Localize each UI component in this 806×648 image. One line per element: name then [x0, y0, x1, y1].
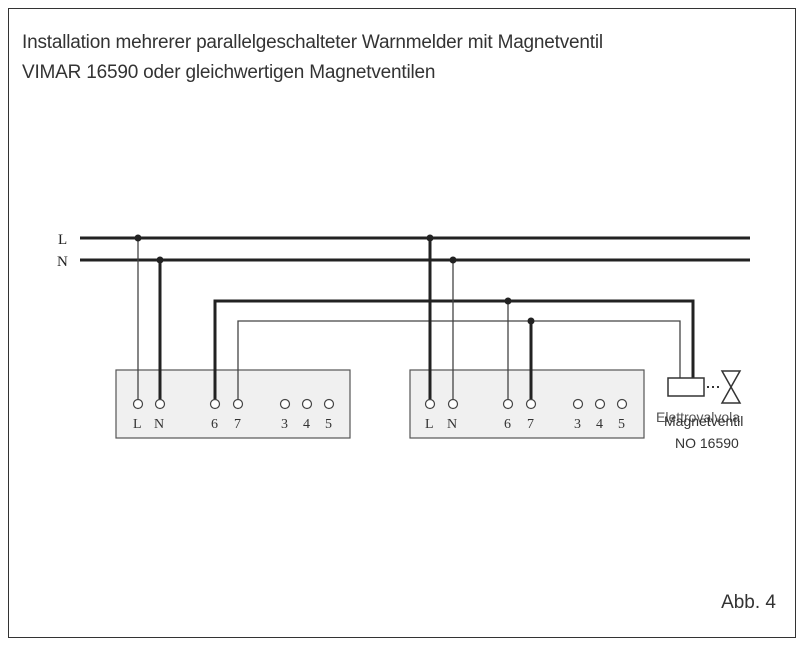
terminal-d2-3 — [572, 398, 584, 410]
valve-label-de: Magnetventil — [664, 413, 743, 429]
terminal-label-d1-3: 3 — [281, 417, 288, 432]
junction-d2-l — [426, 234, 434, 242]
detector-1-terminals: L N 6 7 3 4 5 — [132, 398, 335, 432]
terminal-d1-6 — [209, 398, 221, 410]
diagram-title: Installation mehrerer parallelgeschaltet… — [22, 28, 603, 88]
terminal-label-d1-l: L — [133, 417, 142, 432]
valve-symbol-icon — [720, 370, 742, 404]
terminal-label-d1-5: 5 — [325, 417, 332, 432]
terminal-d2-n — [447, 398, 459, 410]
solenoid-valve: Elettrovalvola Magnetventil NO 16590 — [656, 370, 743, 451]
valve-model: NO 16590 — [675, 435, 739, 451]
terminal-d1-7 — [232, 398, 244, 410]
bus-label-n: N — [57, 254, 68, 270]
detector-2-terminals: L N 6 7 3 4 5 — [424, 398, 628, 432]
terminal-label-d1-6: 6 — [211, 417, 218, 432]
terminal-d1-4 — [301, 398, 313, 410]
bus-label-l: L — [58, 232, 67, 248]
terminal-d2-7 — [525, 398, 537, 410]
junction-d2-n — [449, 256, 457, 264]
wire-terminal-6-loop — [213, 299, 695, 402]
terminal-label-d2-6: 6 — [504, 417, 511, 432]
terminal-label-d2-3: 3 — [574, 417, 581, 432]
terminal-label-d2-5: 5 — [618, 417, 625, 432]
junction-d1-n — [156, 256, 164, 264]
terminal-d2-6 — [502, 398, 514, 410]
terminal-d2-4 — [594, 398, 606, 410]
valve-label-it: Elettrovalvola — [656, 409, 740, 425]
title-line-2: VIMAR 16590 oder gleichwertigen Magnetve… — [22, 62, 436, 83]
terminal-label-d2-7: 7 — [527, 417, 534, 432]
terminal-d1-n — [154, 398, 166, 410]
terminal-label-d1-n: N — [154, 417, 164, 432]
terminal-d2-l — [424, 398, 436, 410]
junction-d1-l — [134, 234, 142, 242]
terminal-d1-5 — [323, 398, 335, 410]
figure-label: Abb. 4 — [721, 592, 776, 613]
terminal-label-d2-n: N — [447, 417, 457, 432]
terminal-d1-3 — [279, 398, 291, 410]
diagram-frame — [8, 8, 796, 638]
junction-d2-6 — [504, 297, 512, 305]
valve-coil-box — [667, 377, 705, 397]
junction-d2-7 — [527, 317, 535, 325]
wire-terminal-7-loop — [237, 320, 681, 402]
terminal-label-d2-4: 4 — [596, 417, 603, 432]
title-line-1: Installation mehrerer parallelgeschaltet… — [22, 32, 603, 53]
terminal-d1-l — [132, 398, 144, 410]
terminal-d2-5 — [616, 398, 628, 410]
terminal-label-d1-7: 7 — [234, 417, 241, 432]
terminal-label-d1-4: 4 — [303, 417, 310, 432]
terminal-label-d2-l: L — [425, 417, 434, 432]
